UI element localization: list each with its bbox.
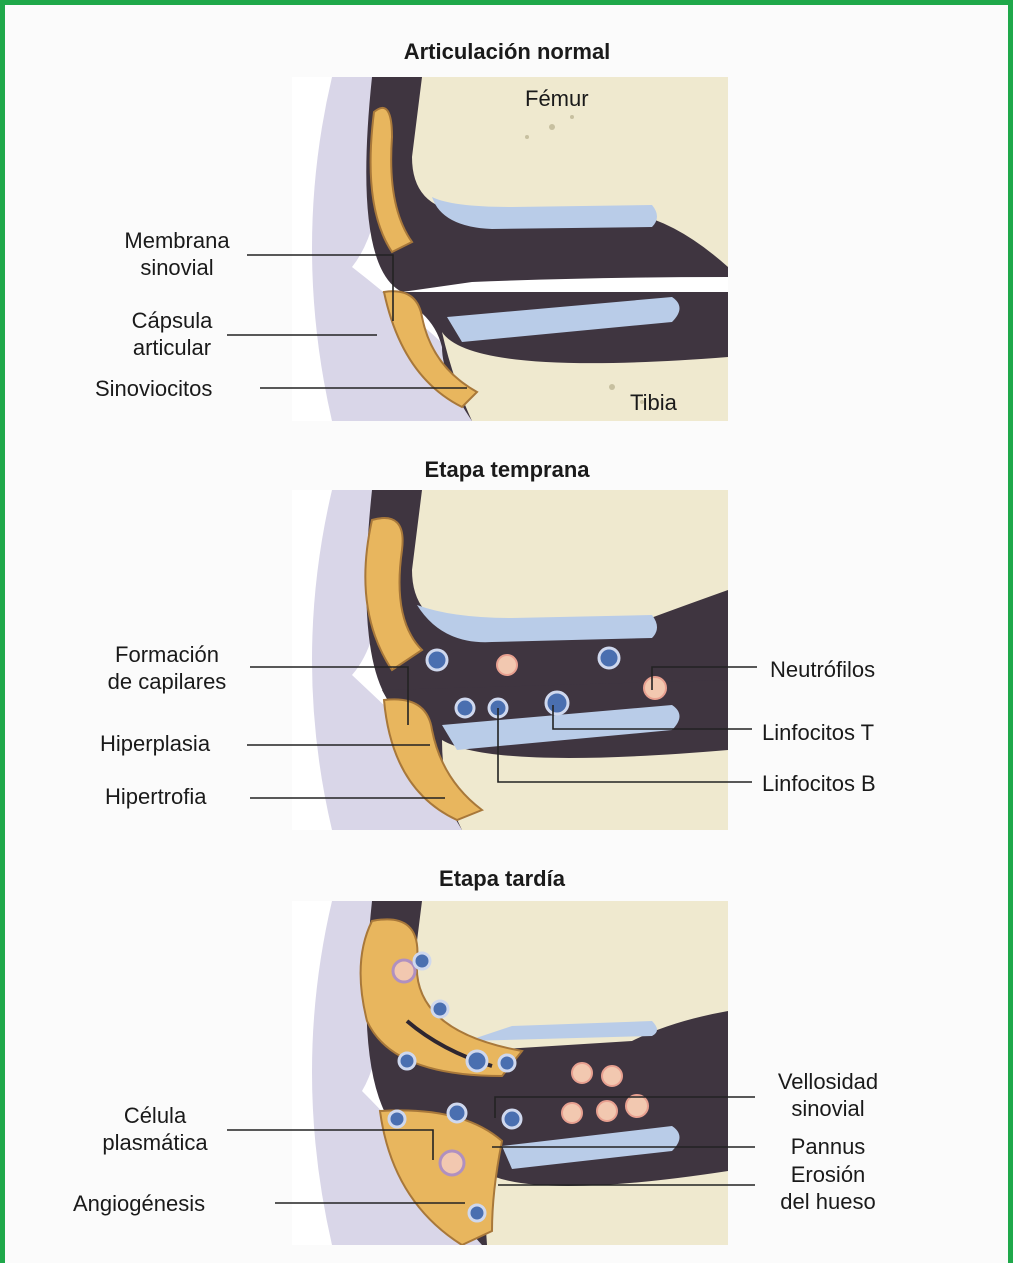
leader-plasmatica bbox=[227, 1130, 433, 1160]
leader-vellosidad bbox=[495, 1097, 755, 1118]
leader-capilares bbox=[250, 667, 408, 725]
leader-linfocitos-b bbox=[498, 708, 752, 782]
leader-neutrofilos bbox=[652, 667, 757, 690]
leader-linfocitos-t bbox=[553, 705, 752, 729]
leader-membrana bbox=[247, 255, 393, 321]
leader-lines bbox=[5, 5, 1008, 1268]
